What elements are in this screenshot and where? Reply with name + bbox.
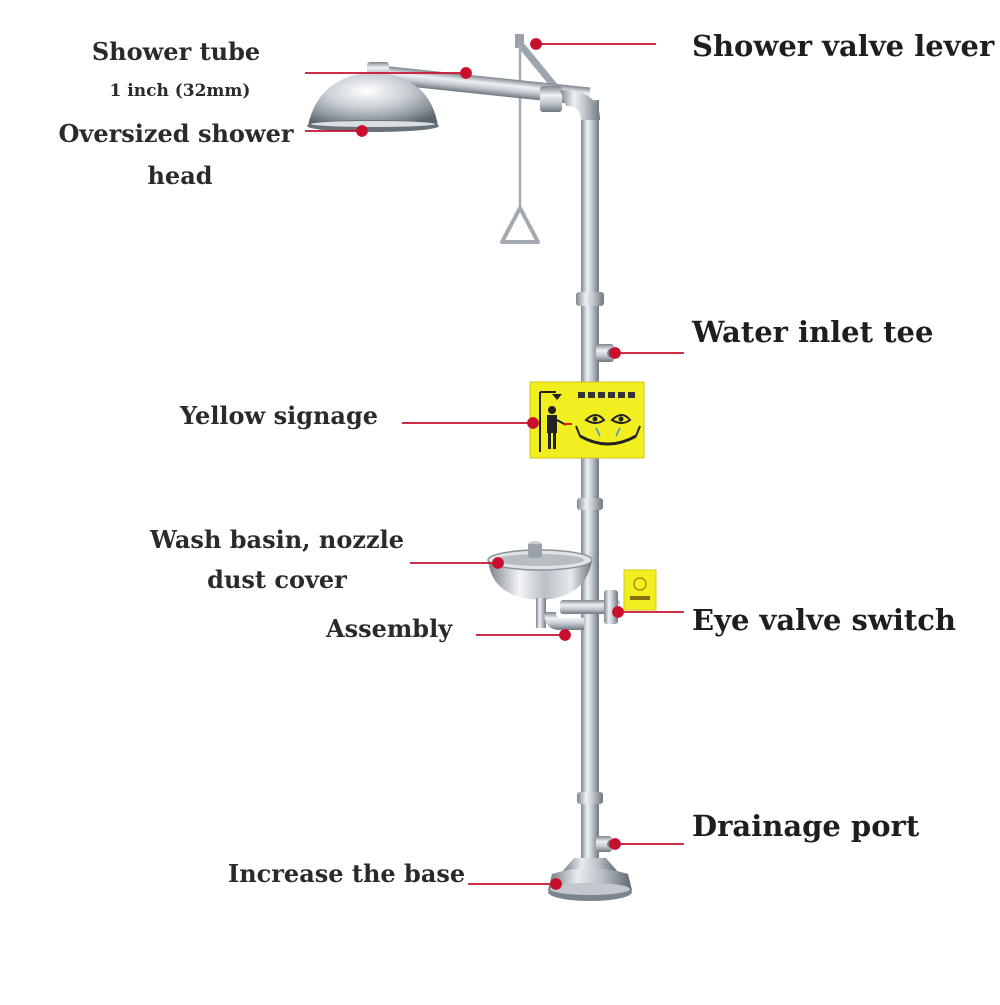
label-yellow-signage: Yellow signage xyxy=(180,401,379,430)
label-oversized-head-line1: Oversized shower xyxy=(58,119,294,148)
main-vertical-pipe xyxy=(576,100,604,870)
increased-base xyxy=(548,858,632,901)
label-oversized-head-line2: head xyxy=(147,161,213,190)
label-assembly: Assembly xyxy=(326,614,453,643)
eye-valve-assembly xyxy=(544,569,657,630)
label-increase-base: Increase the base xyxy=(228,859,466,888)
wash-basin xyxy=(487,541,593,628)
label-wash-basin-line1: Wash basin, nozzle xyxy=(150,525,404,554)
label-shower-tube: Shower tube xyxy=(91,37,261,66)
label-drainage-port: Drainage port xyxy=(692,809,920,843)
shower-valve-lever xyxy=(500,34,560,244)
label-eye-valve-switch: Eye valve switch xyxy=(692,603,957,637)
yellow-signage xyxy=(529,381,645,459)
label-shower-valve-lever: Shower valve lever xyxy=(692,29,995,63)
label-water-inlet-tee: Water inlet tee xyxy=(692,315,934,349)
label-shower-tube-size: 1 inch (32mm) xyxy=(109,81,251,101)
leader-lines xyxy=(305,38,684,890)
shower-tube xyxy=(367,62,600,120)
oversized-shower-head xyxy=(307,72,439,132)
label-wash-basin-line2: dust cover xyxy=(207,565,347,594)
